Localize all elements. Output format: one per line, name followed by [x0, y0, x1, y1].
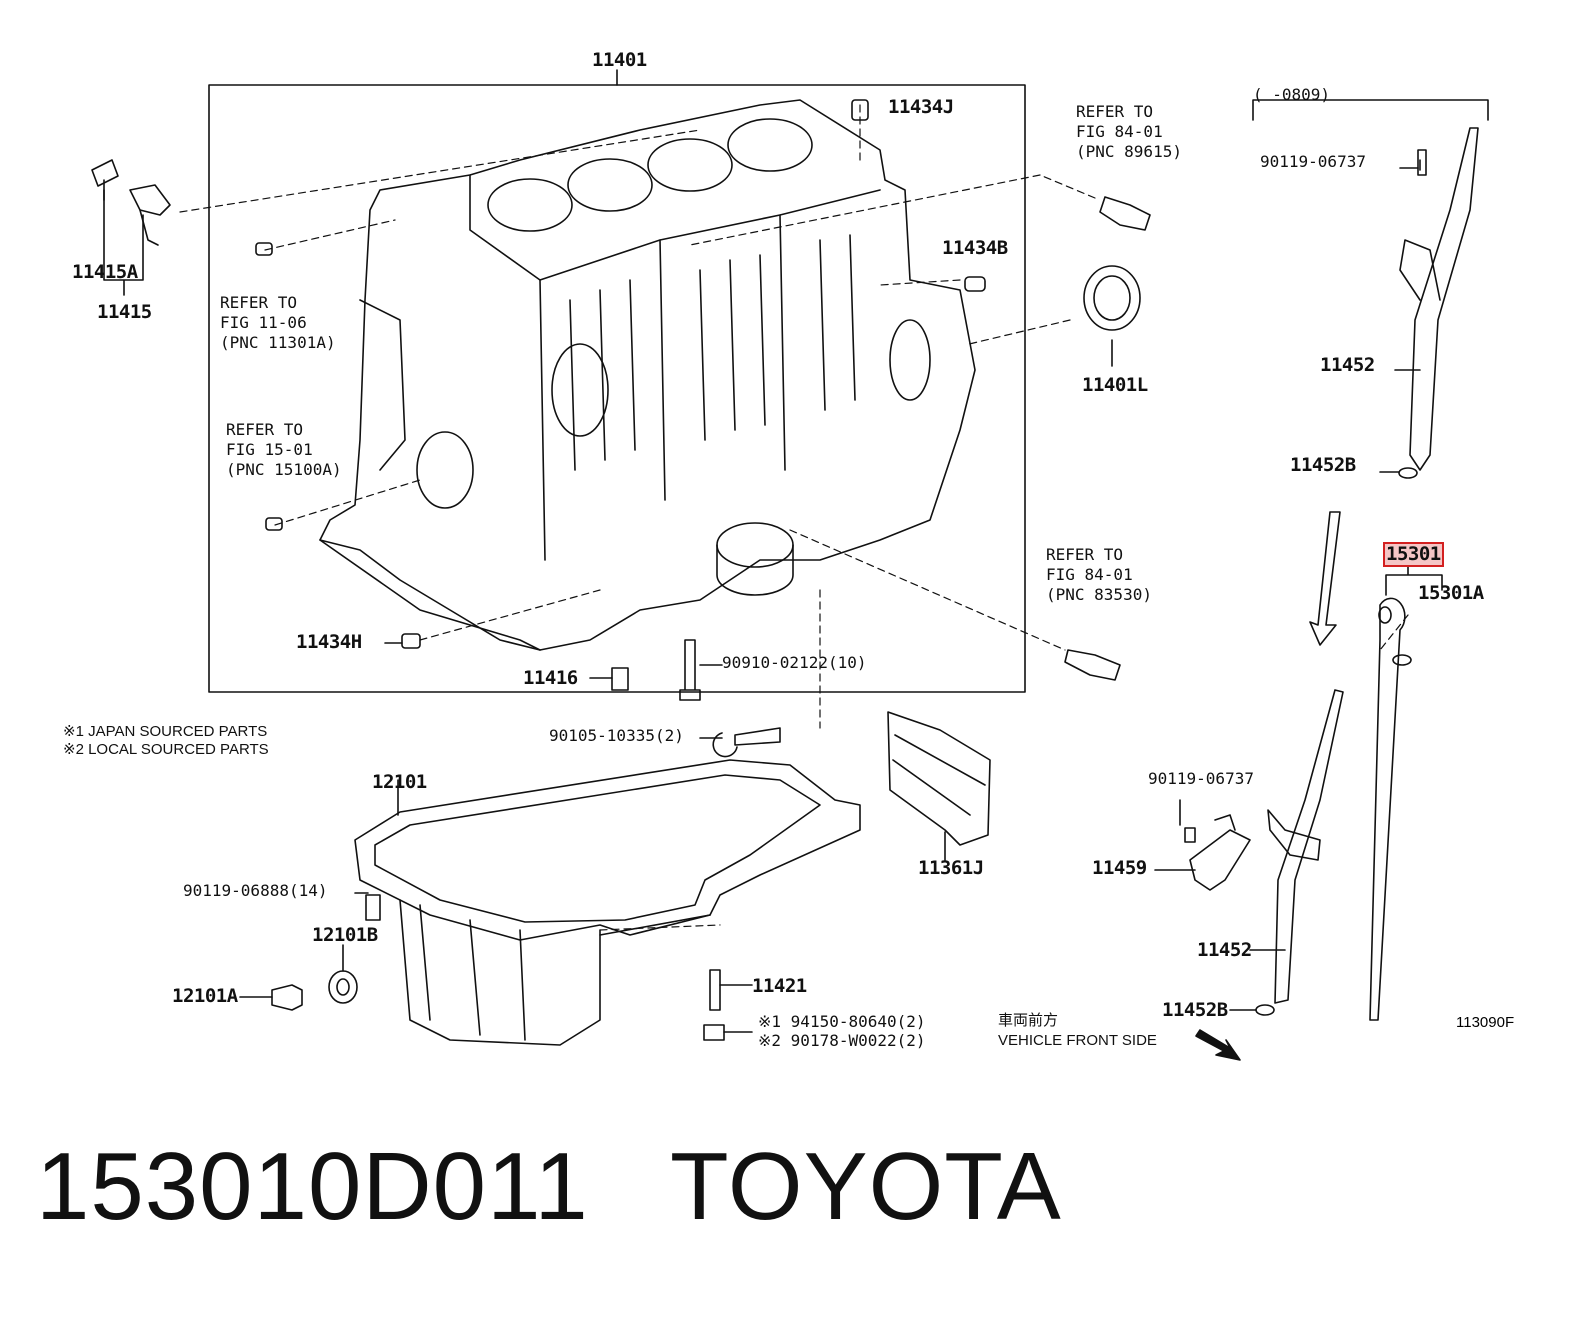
label-11452-top: 11452 [1320, 354, 1375, 376]
cylinder-block-drawing [319, 99, 976, 651]
label-11416: 11416 [523, 667, 578, 689]
label-15301A: 15301A [1418, 582, 1484, 604]
dipstick-drawing [1369, 597, 1406, 1021]
bolt-drawings [239, 639, 781, 1041]
label-94150-80640: ※1 94150-80640(2) [758, 1012, 926, 1031]
label-90178-W0022: ※2 90178-W0022(2) [758, 1031, 926, 1050]
label-11415A: 11415A [72, 261, 138, 283]
label-12101: 12101 [372, 771, 427, 793]
part-number-title: 153010D011 TOYOTA [36, 1133, 1062, 1240]
label-11401L: 11401L [1082, 374, 1148, 396]
label-11415: 11415 [97, 301, 152, 323]
label-11434B: 11434B [942, 237, 1008, 259]
label-11459: 11459 [1092, 857, 1147, 879]
label-11452B-bottom: 11452B [1162, 999, 1228, 1021]
refer-to-83530: REFER TO FIG 84-01 (PNC 83530) [1046, 545, 1152, 604]
label-15301-highlighted: 15301 [1383, 542, 1444, 567]
vehicle-front-jp: 車両前方 [998, 1012, 1059, 1029]
label-90910-02122: 90910-02122(10) [722, 653, 867, 672]
sensor-11415-drawing [91, 159, 171, 296]
guide-tube-bottom [1274, 689, 1344, 1004]
baffle-drawing [887, 711, 991, 846]
refer-to-89615: REFER TO FIG 84-01 (PNC 89615) [1076, 102, 1182, 161]
label-11434H: 11434H [296, 631, 362, 653]
label-0809-range: ( -0809) [1253, 85, 1331, 104]
note-japan-sourced: ※1 JAPAN SOURCED PARTS [63, 723, 268, 740]
label-90119-06737-top: 90119-06737 [1260, 152, 1366, 171]
label-11421: 11421 [752, 975, 807, 997]
vehicle-front-en: VEHICLE FRONT SIDE [998, 1032, 1157, 1049]
diagram-code: 113090F [1456, 1014, 1515, 1031]
label-11434J: 11434J [888, 96, 954, 118]
cylinder-block-frame [208, 84, 1026, 693]
label-11452-bottom: 11452 [1197, 939, 1252, 961]
label-90119-06737-bottom: 90119-06737 [1148, 769, 1254, 788]
note-local-sourced: ※2 LOCAL SOURCED PARTS [63, 741, 269, 758]
label-12101A: 12101A [172, 985, 238, 1007]
label-12101B: 12101B [312, 924, 378, 946]
direction-arrow [1309, 511, 1341, 646]
vehicle-front-arrow [1195, 1029, 1241, 1061]
label-90119-06888: 90119-06888(14) [183, 881, 328, 900]
label-11452B-top: 11452B [1290, 454, 1356, 476]
oil-pan-drawing [354, 759, 861, 1046]
label-11401: 11401 [592, 49, 647, 71]
bracket-11459-drawing [1189, 814, 1251, 891]
label-90105-10335: 90105-10335(2) [549, 726, 684, 745]
refer-to-15100A: REFER TO FIG 15-01 (PNC 15100A) [226, 420, 342, 479]
refer-to-11301A: REFER TO FIG 11-06 (PNC 11301A) [220, 293, 336, 352]
label-11361J: 11361J [918, 857, 984, 879]
